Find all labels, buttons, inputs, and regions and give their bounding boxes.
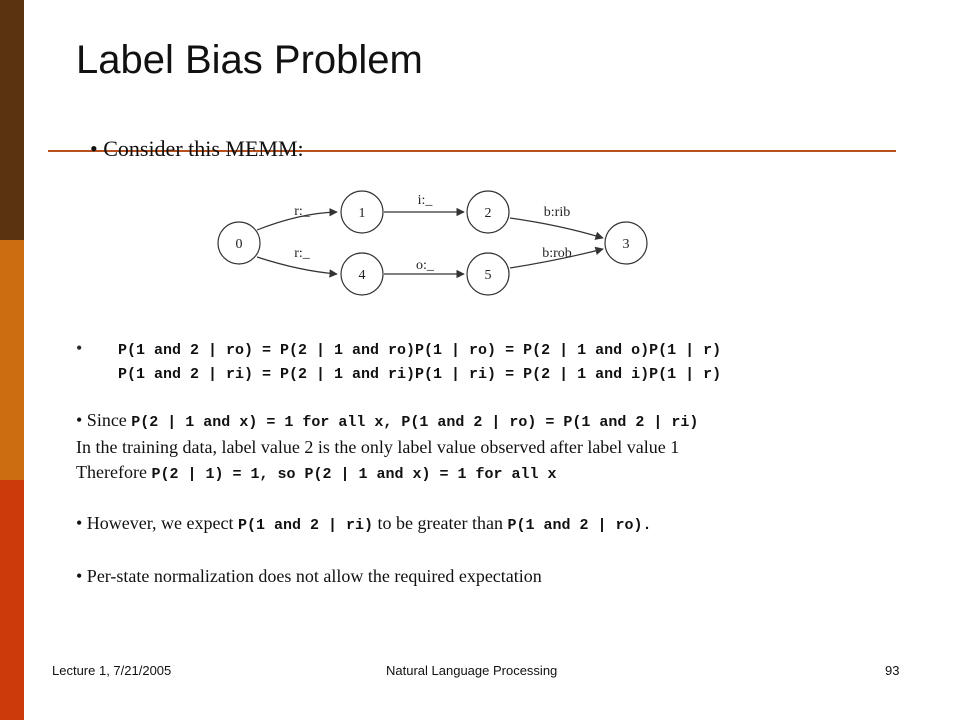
- equation-bullet: •: [76, 338, 83, 358]
- equation-ri: P(1 and 2 | ri) = P(2 | 1 and ri)P(1 | r…: [118, 366, 722, 383]
- side-bar-top: [0, 0, 24, 240]
- therefore-code: P(2 | 1) = 1, so P(2 | 1 and x) = 1 for …: [151, 466, 557, 483]
- however-code-ri: P(1 and 2 | ri): [238, 517, 374, 534]
- memm-diagram: 0 1 2 3 4 5 r:_ i:_ b:rib r:_ o:_ b:rob: [217, 190, 648, 296]
- node-label-5: 5: [485, 268, 492, 283]
- node-3: [604, 221, 648, 265]
- edge-label-0-4: r:_: [294, 246, 311, 261]
- equation-ro: P(1 and 2 | ro) = P(2 | 1 and ro)P(1 | r…: [118, 342, 722, 359]
- node-0: [217, 221, 261, 265]
- bullet-per-state: • Per-state normalization does not allow…: [76, 566, 542, 586]
- edge-label-5-3: b:rob: [542, 246, 572, 261]
- since-prefix: • Since: [76, 410, 132, 430]
- node-label-3: 3: [623, 237, 630, 252]
- bullet-since: • Since P(2 | 1 and x) = 1 for all x, P(…: [76, 410, 698, 431]
- side-bar-bottom: [0, 480, 24, 720]
- footer-page-number: 93: [885, 663, 900, 678]
- node-label-0: 0: [236, 237, 243, 252]
- however-prefix: • However, we expect: [76, 513, 239, 533]
- node-label-2: 2: [485, 206, 492, 221]
- edge-label-1-2: i:_: [418, 193, 434, 208]
- node-5: [466, 252, 510, 296]
- title-rule: [48, 150, 896, 152]
- edge-0-4: [256, 256, 338, 278]
- therefore-text: Therefore P(2 | 1) = 1, so P(2 | 1 and x…: [76, 462, 557, 483]
- bullet-however: • However, we expect P(1 and 2 | ri) to …: [76, 513, 652, 534]
- footer-course: Natural Language Processing: [386, 663, 558, 678]
- edge-2-3: [509, 217, 604, 240]
- slide-title: Label Bias Problem: [76, 38, 423, 82]
- node-label-1: 1: [359, 206, 366, 221]
- edge-label-2-3: b:rib: [544, 205, 570, 220]
- since-code: P(2 | 1 and x) = 1 for all x, P(1 and 2 …: [131, 414, 699, 431]
- node-label-4: 4: [359, 268, 366, 283]
- edge-label-4-5: o:_: [416, 258, 435, 273]
- however-code-ro: P(1 and 2 | ro).: [507, 517, 652, 534]
- footer-lecture: Lecture 1, 7/21/2005: [52, 663, 172, 678]
- however-middle: to be greater than: [373, 513, 508, 533]
- therefore-prefix: Therefore: [76, 462, 152, 482]
- training-text: In the training data, label value 2 is t…: [76, 437, 680, 457]
- edge-0-1: [256, 208, 338, 231]
- edge-label-0-1: r:_: [294, 204, 311, 219]
- node-2: [466, 190, 510, 234]
- side-bar-middle: [0, 240, 24, 480]
- bullet-consider: • Consider this MEMM:: [90, 136, 304, 161]
- node-1: [340, 190, 384, 234]
- node-4: [340, 252, 384, 296]
- edge-5-3: [509, 246, 604, 269]
